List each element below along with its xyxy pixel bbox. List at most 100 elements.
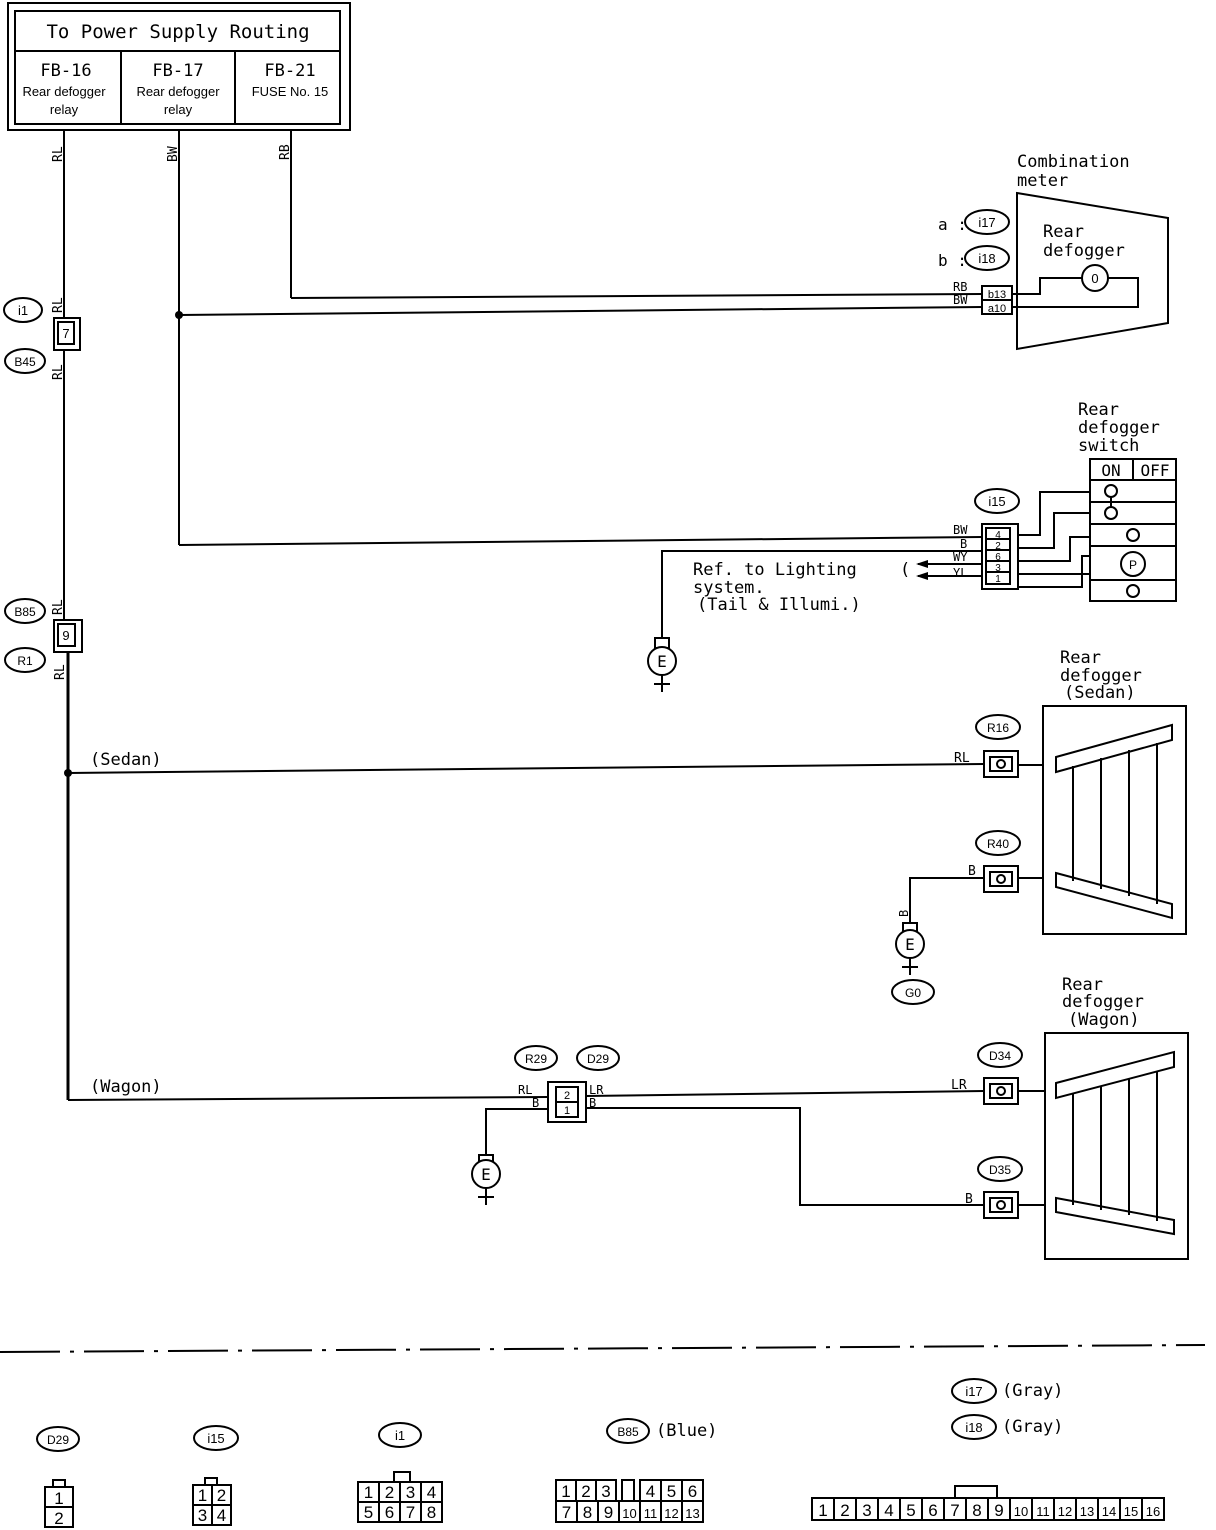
- svg-text:i15: i15: [207, 1431, 224, 1446]
- legend: i17 (Gray) i18 (Gray) D29 i15 i1 B85 (Bl…: [36, 1378, 1063, 1452]
- svg-text:R40: R40: [987, 837, 1009, 851]
- legend-i1-pin: 2: [385, 1483, 394, 1502]
- svg-text:2: 2: [995, 541, 1001, 552]
- wire-label-bw-meter: BW: [953, 293, 968, 307]
- svg-text:D35: D35: [989, 1163, 1011, 1177]
- svg-text:defogger: defogger: [1060, 666, 1142, 686]
- legend-b85-pin: 7: [562, 1503, 571, 1522]
- tag-d29: D29: [576, 1045, 620, 1071]
- legend-i17-pin: 10: [1014, 1504, 1028, 1519]
- wire-label-b-r29: B: [532, 1096, 539, 1110]
- svg-text:B85: B85: [14, 605, 36, 619]
- legend-b85-cell: [681, 1500, 704, 1523]
- legend-i1-pin: 4: [427, 1483, 436, 1502]
- wire-label-lr-d29: LR: [589, 1083, 604, 1097]
- rear-defogger-sedan: Rear defogger (Sedan): [1042, 648, 1187, 935]
- fb17-desc2: relay: [164, 102, 193, 117]
- svg-text:B85: B85: [617, 1425, 639, 1439]
- wire-label-rb-meter: RB: [953, 280, 967, 294]
- meter-label-2: defogger: [1043, 241, 1125, 261]
- legend-i15-pin: 1: [198, 1486, 207, 1505]
- meter-pin-b: b13: [988, 289, 1006, 301]
- legend-b85-color: (Blue): [656, 1421, 717, 1441]
- tag-d34: D34: [977, 1042, 1023, 1068]
- legend-i1-cell: [420, 1501, 443, 1523]
- legend-b85-pin: 5: [667, 1482, 676, 1501]
- svg-text:7: 7: [62, 326, 69, 341]
- legend-i17-pin: 11: [1036, 1504, 1050, 1519]
- tag-g0: G0: [891, 979, 935, 1005]
- meter-pin-a: a10: [988, 303, 1006, 315]
- legend-tag-i15: i15: [193, 1425, 239, 1451]
- legend-b85-pin: 1: [561, 1482, 570, 1501]
- legend-i18-color: (Gray): [1002, 1417, 1063, 1437]
- tag-i18: i18: [964, 245, 1010, 271]
- svg-text:D34: D34: [989, 1049, 1011, 1063]
- legend-i1-pin: 6: [385, 1503, 394, 1522]
- svg-text:i18: i18: [978, 251, 995, 266]
- wire-label-rl-r1: RL: [53, 664, 68, 680]
- legend-tag-b85: B85: [606, 1418, 650, 1444]
- tag-r1: R1: [4, 647, 46, 673]
- legend-i17-pin: 13: [1080, 1504, 1094, 1519]
- fb16-desc1: Rear defogger: [22, 84, 106, 99]
- svg-text:defogger: defogger: [1062, 992, 1144, 1012]
- wire-label-rl-top: RL: [51, 146, 66, 162]
- fb21-desc1: FUSE No. 15: [252, 84, 329, 99]
- svg-text:i1: i1: [395, 1428, 405, 1443]
- legend-b85-pin: 3: [601, 1482, 610, 1501]
- svg-text:6: 6: [995, 552, 1001, 563]
- wire-label-rl-b45: RL: [51, 364, 66, 380]
- svg-text:i18: i18: [965, 1420, 982, 1435]
- meter-title-2: meter: [1017, 171, 1068, 191]
- legend-i17-pin: 14: [1102, 1504, 1116, 1519]
- wire-label-rl-r29: RL: [518, 1083, 532, 1097]
- legend-b85-pin: 12: [664, 1506, 678, 1521]
- svg-text:Rear: Rear: [1060, 648, 1101, 668]
- meter-title-1: Combination: [1017, 152, 1130, 172]
- tag-b45: B45: [4, 348, 46, 374]
- legend-i17-cell: [1141, 1497, 1165, 1521]
- connector-r16: [983, 750, 1019, 778]
- switch-off-label: OFF: [1141, 461, 1170, 480]
- svg-text:Rear: Rear: [1062, 975, 1103, 995]
- switch-on-label: ON: [1101, 461, 1120, 480]
- combination-meter: Combination meter a : b : Rear defogger …: [938, 152, 1169, 351]
- svg-text:E: E: [481, 1165, 491, 1184]
- branch-label-sedan: (Sedan): [90, 750, 162, 770]
- meter-a-prefix: a :: [938, 215, 967, 234]
- wire-label-bw-i15: BW: [953, 523, 968, 537]
- wire-label-rl-r16: RL: [954, 751, 970, 766]
- wire-label-b-d35: B: [965, 1192, 973, 1207]
- fb17-id: FB-17: [152, 61, 203, 81]
- wire-label-rb-top: RB: [278, 144, 293, 160]
- svg-text:1: 1: [995, 574, 1001, 585]
- legend-i15-pin: 4: [217, 1506, 226, 1525]
- legend-b85-blank-cell: [621, 1479, 635, 1502]
- svg-text:G0: G0: [905, 986, 921, 1000]
- svg-text:i1: i1: [18, 303, 28, 318]
- legend-i17-pin: 6: [928, 1501, 937, 1520]
- wires: [63, 130, 1056, 1206]
- fb17-desc1: Rear defogger: [136, 84, 220, 99]
- legend-tag-i17: i17: [951, 1378, 997, 1404]
- wire-label-lr-d34: LR: [951, 1078, 967, 1093]
- svg-text:1: 1: [564, 1105, 570, 1117]
- legend-i15-pin: 2: [217, 1486, 226, 1505]
- power-supply-box: To Power Supply Routing FB-16 Rear defog…: [7, 2, 351, 131]
- legend-i1-pin: 8: [427, 1503, 436, 1522]
- legend-d29-pin: 1: [54, 1489, 63, 1508]
- legend-tag-i18: i18: [951, 1414, 997, 1440]
- connector-r29-d29: 2 1: [547, 1081, 587, 1123]
- legend-i17-pin: 1: [818, 1501, 827, 1520]
- meter-label-1: Rear: [1043, 222, 1084, 242]
- wire-label-yl-i15: YL: [953, 566, 967, 580]
- svg-text:E: E: [905, 935, 915, 954]
- legend-i17-pin: 4: [884, 1501, 893, 1520]
- svg-text:system.: system.: [693, 578, 765, 598]
- wire-label-wy-i15: WY: [953, 550, 968, 564]
- wire-label-b-g0: B: [897, 910, 911, 917]
- svg-text:R29: R29: [525, 1052, 547, 1066]
- svg-text:D29: D29: [587, 1052, 609, 1066]
